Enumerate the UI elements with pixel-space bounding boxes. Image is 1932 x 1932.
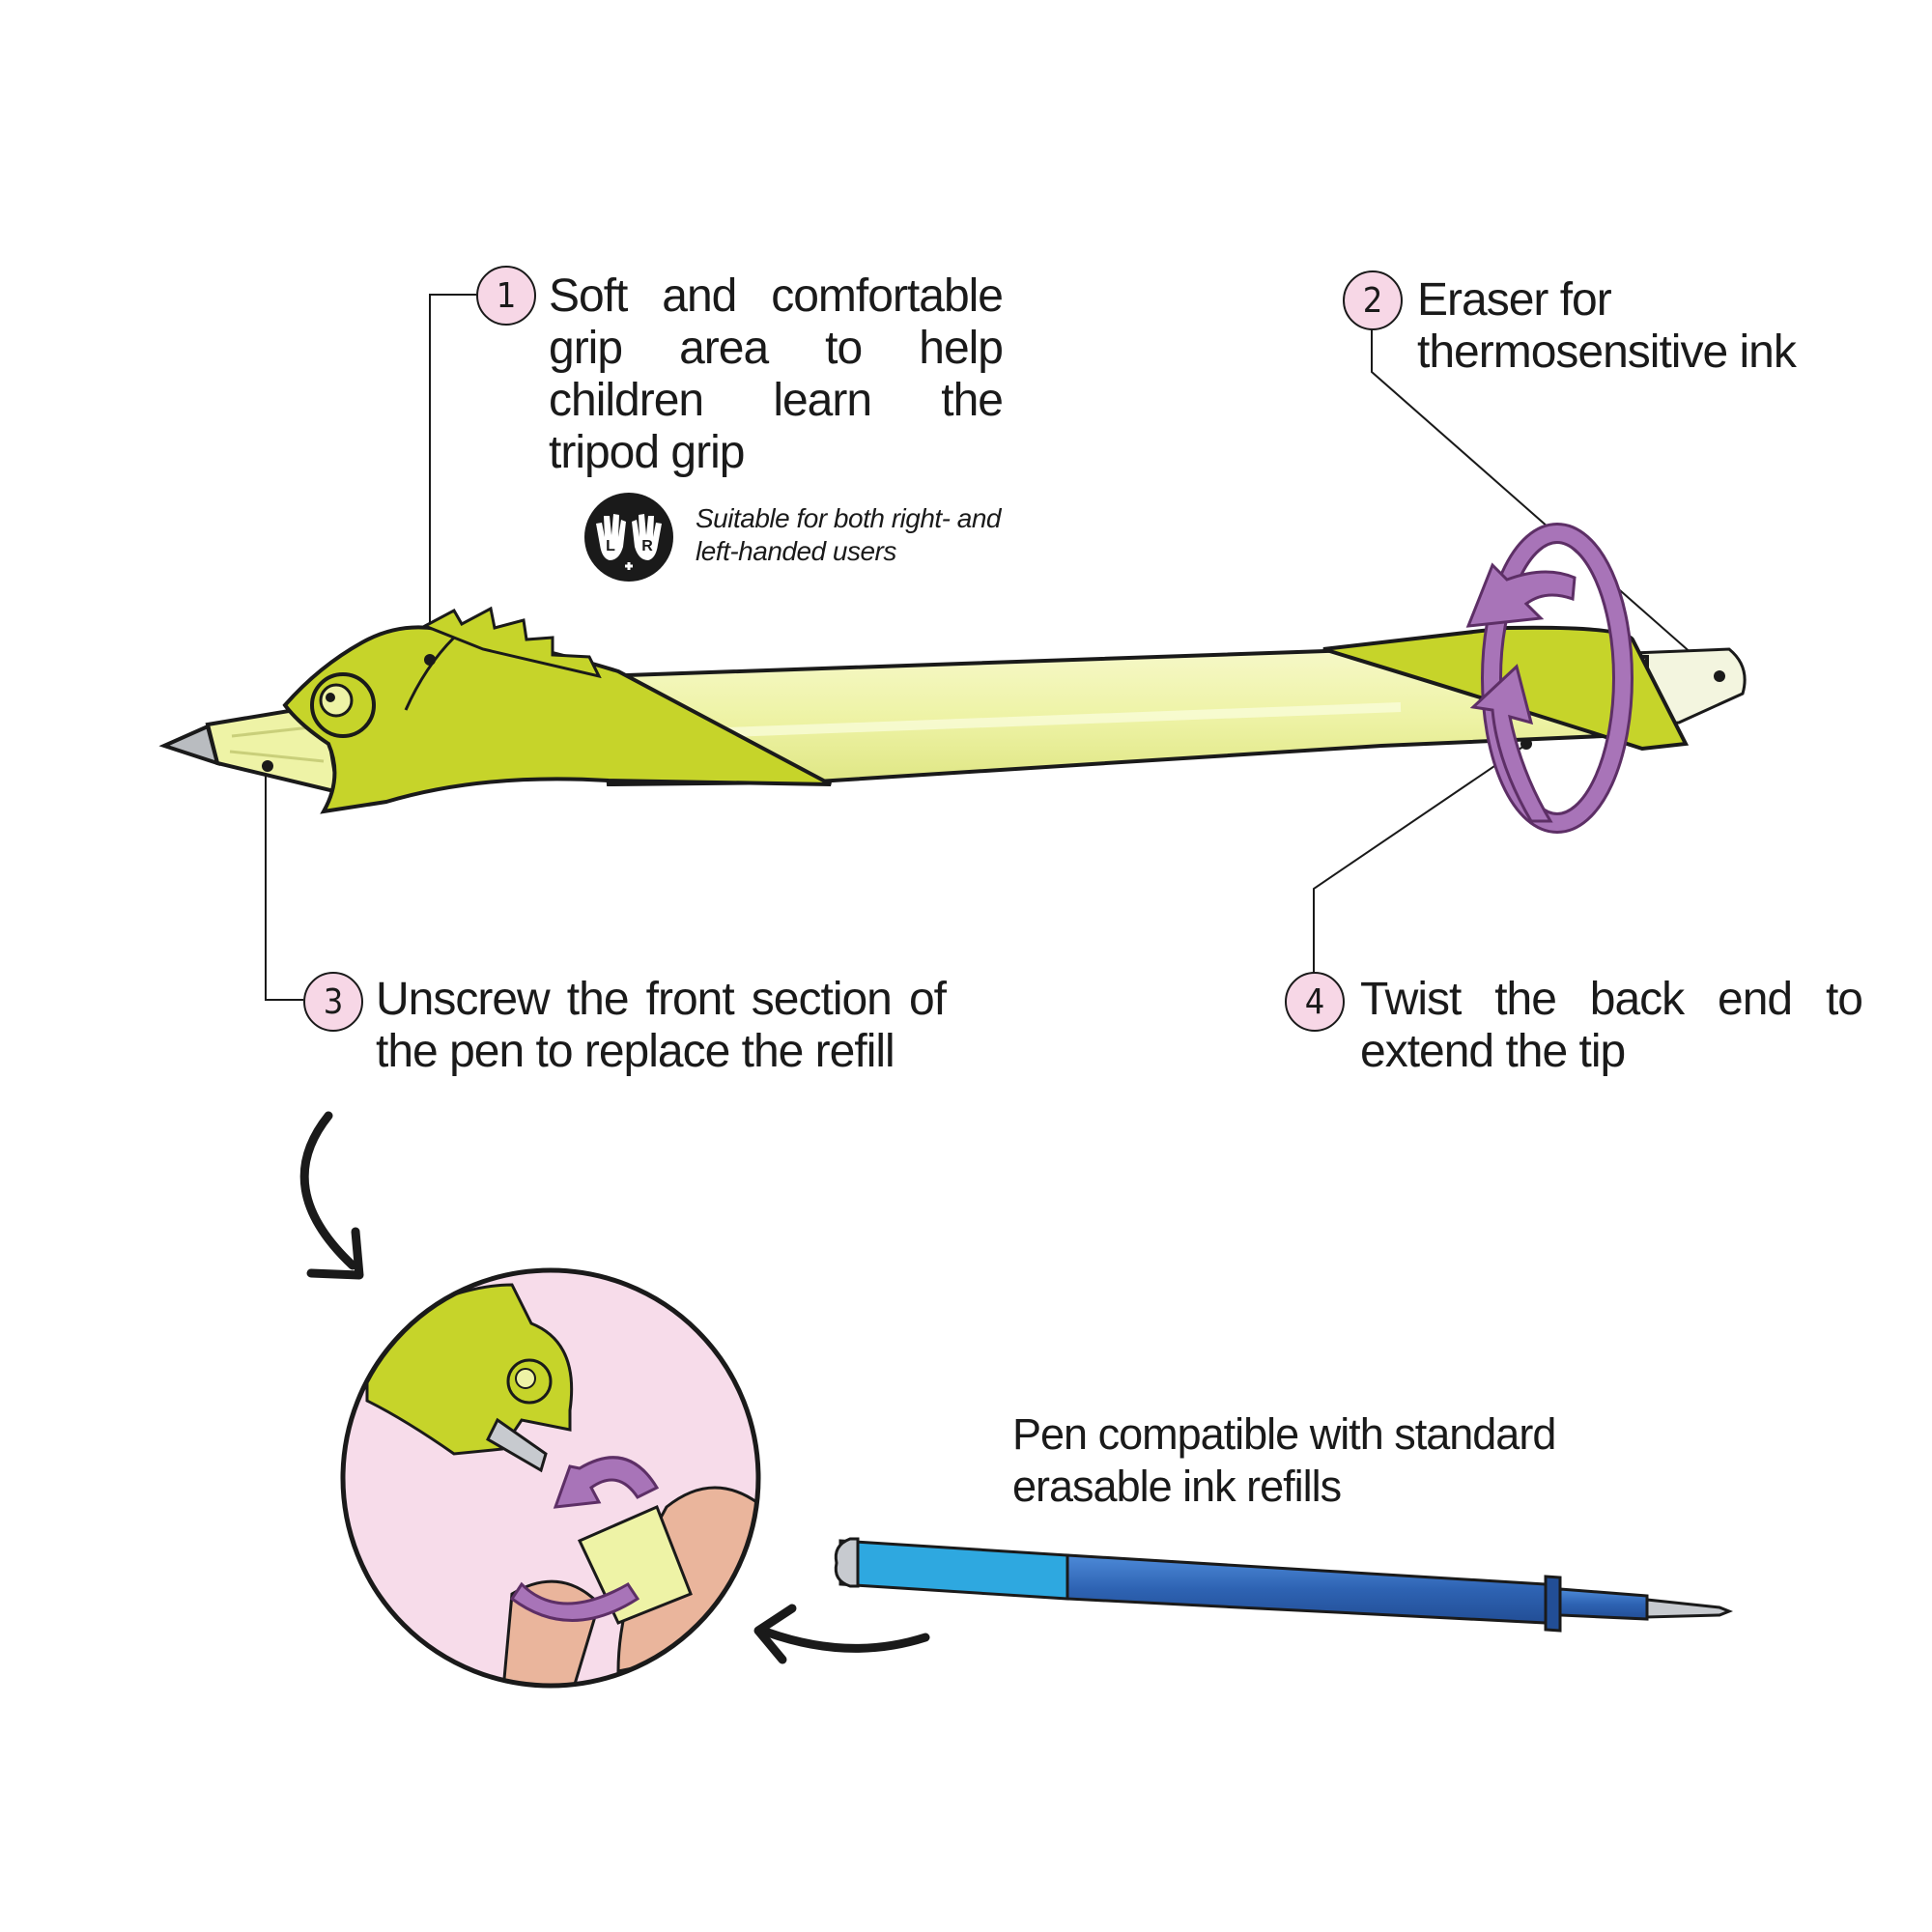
leader-line-3 [265, 768, 303, 1001]
right-hand-letter: R [641, 538, 653, 554]
leader-line-4 [1313, 745, 1525, 1000]
left-arrow [753, 1604, 930, 1664]
twist-arrow-bottom [1469, 664, 1553, 823]
handedness-note: Suitable for both right- and left-handed… [696, 503, 1001, 566]
left-hand-letter: L [606, 538, 615, 554]
callout-text-4: Twist the back end to extend the tip [1360, 974, 1863, 1077]
chameleon-grip [282, 625, 832, 814]
down-arrow [299, 1111, 364, 1280]
two-hands-icon: L R [584, 493, 673, 582]
twist-ring [1481, 523, 1634, 834]
refill-compatibility-note: Pen compatible with standard erasable in… [1012, 1409, 1556, 1511]
twist-arrow-top [1465, 562, 1577, 628]
callout-text-2: Eraser for thermosensitive ink [1417, 274, 1797, 378]
chameleon-pen [158, 523, 1747, 834]
ink-refill [834, 1537, 1734, 1633]
callout-number-3: 3 [303, 972, 363, 1032]
leader-line-2 [1371, 328, 1719, 677]
callout-text-1: Soft and comfortable grip area to help c… [549, 270, 1004, 478]
metal-tip [158, 724, 220, 767]
leader-dot-3 [262, 760, 273, 772]
leader-line-1 [429, 294, 476, 657]
leader-dot-1 [424, 654, 436, 666]
callout-number-4: 4 [1285, 972, 1345, 1032]
callout-text-3: Unscrew the front section of the pen to … [376, 974, 947, 1077]
leader-dot-2 [1714, 670, 1725, 682]
refill-replacement-inset [340, 1267, 761, 1689]
leader-dot-4 [1520, 738, 1532, 750]
chameleon-crest [421, 606, 602, 679]
callout-number-2: 2 [1343, 270, 1403, 330]
callout-number-1: 1 [476, 266, 536, 326]
